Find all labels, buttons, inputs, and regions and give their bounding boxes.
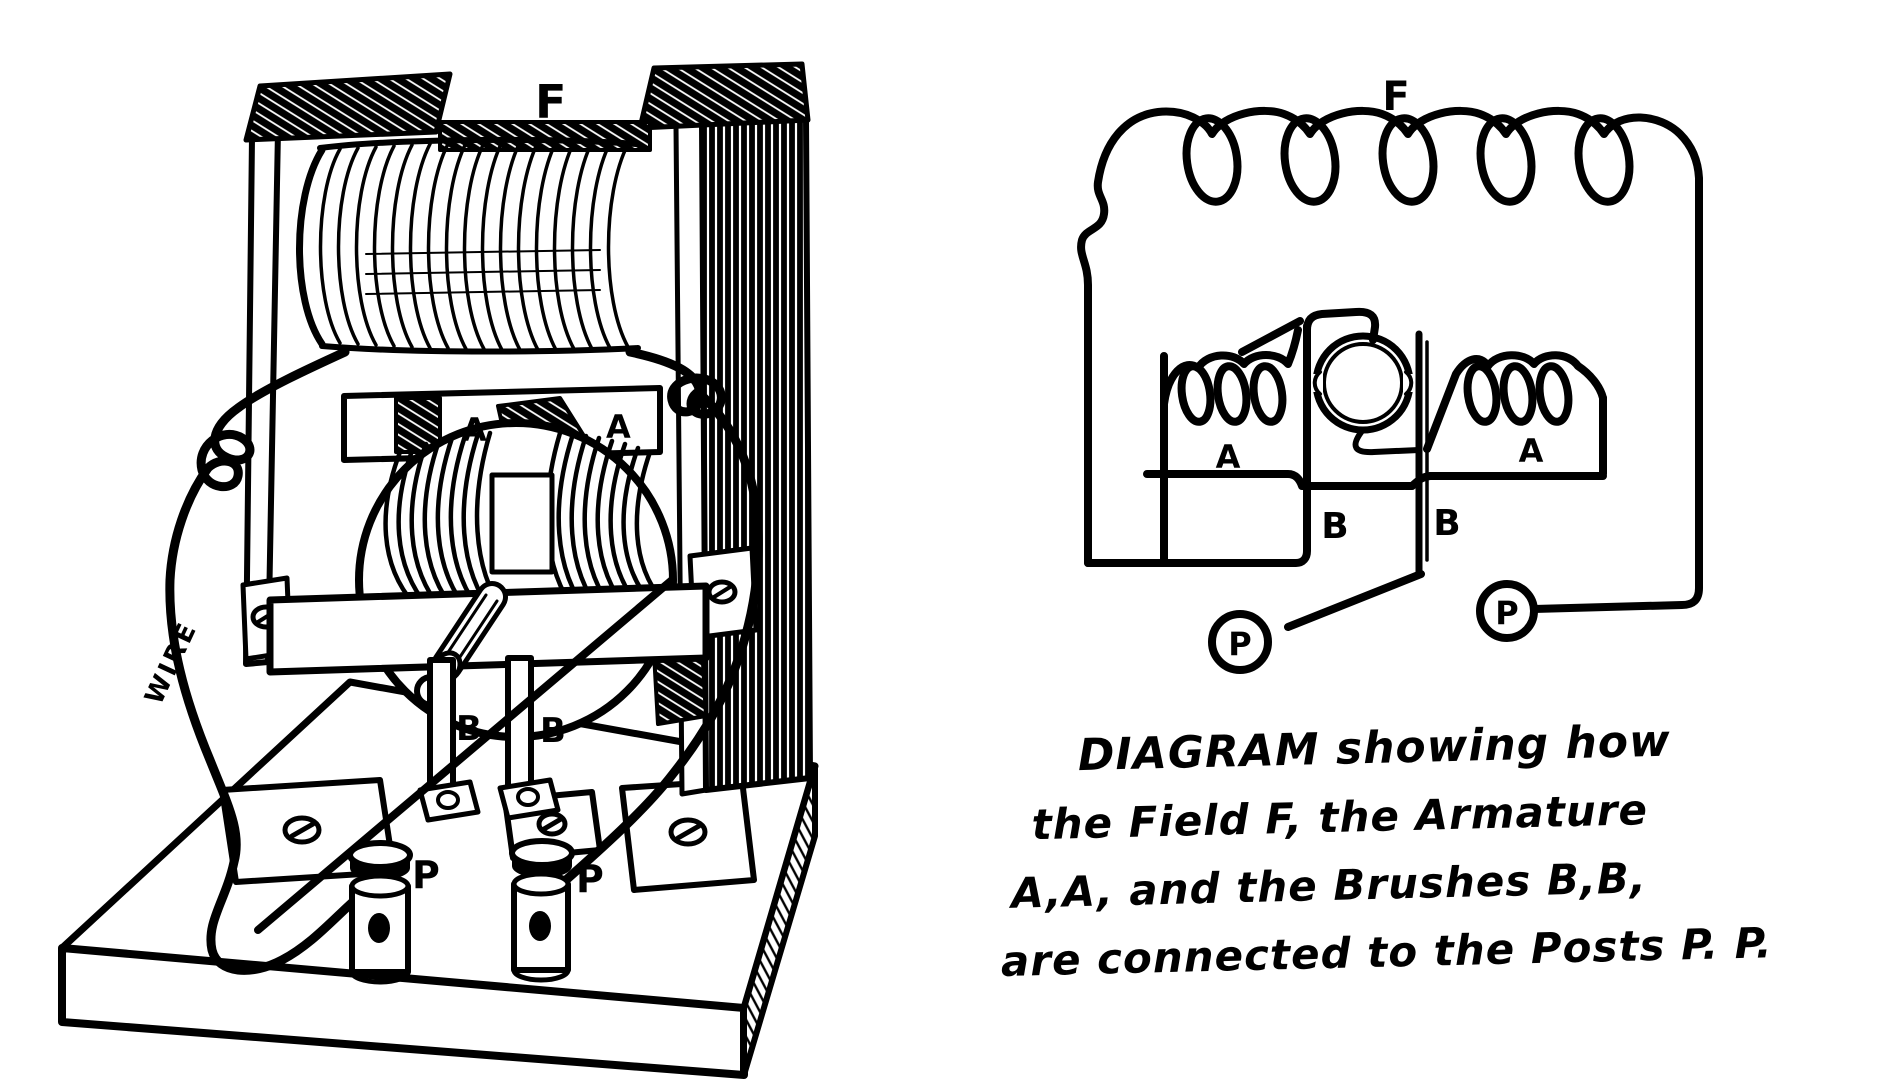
binding-post-left xyxy=(347,840,413,985)
commutator-lead xyxy=(1352,428,1422,456)
label-post-right: P xyxy=(576,857,604,901)
label-armature-left: A xyxy=(462,411,487,449)
caption-line-1: DIAGRAM showing how xyxy=(1077,716,1671,781)
armature-coil-left-loops xyxy=(1177,362,1287,426)
commutator-outer xyxy=(1312,332,1414,434)
commutator-gap-left xyxy=(1312,370,1322,396)
label-armature-left: A xyxy=(1216,438,1241,476)
coil-row-lines xyxy=(365,249,601,295)
field-coil-loops xyxy=(1182,114,1634,206)
diagram-post-right xyxy=(1476,580,1538,642)
screws xyxy=(282,811,708,847)
brushes xyxy=(417,655,561,823)
label-armature-right: A xyxy=(1519,432,1544,470)
commutator-inner xyxy=(1322,342,1404,424)
armature-pole-gap xyxy=(489,472,555,575)
top-yoke-band xyxy=(438,120,652,152)
right-pillar-cap xyxy=(637,61,811,131)
figure-caption: DIAGRAM showing how the Field F, the Arm… xyxy=(1000,716,1773,986)
label-brush-right: B xyxy=(540,711,566,751)
base-side-face xyxy=(741,763,818,1078)
field-coil-wire xyxy=(1077,107,1703,613)
caption-line-2: the Field F, the Armature xyxy=(1031,785,1649,849)
left-figure-labels: F A A B B P P WIRE xyxy=(139,75,631,901)
label-post-left: P xyxy=(412,853,440,897)
post-hole xyxy=(529,911,551,941)
commutator-gap-right xyxy=(1404,370,1414,396)
label-brush-left: B xyxy=(456,709,482,749)
wire-right xyxy=(538,347,763,927)
lead-to-left-post xyxy=(1284,570,1425,631)
caption-line-4: are connected to the Posts P. P. xyxy=(1000,918,1773,986)
label-armature-right: A xyxy=(606,408,631,446)
binding-post-right xyxy=(509,838,575,983)
armature-coil-left-wire xyxy=(1160,326,1302,408)
armature-coil-right-loops xyxy=(1463,362,1573,426)
screw-icon xyxy=(436,790,460,810)
label-field: F xyxy=(1382,74,1409,120)
armature-coil-right-wire xyxy=(1423,351,1607,453)
diagram-labels: F A A B B P P xyxy=(1216,74,1544,663)
right-pillar-body xyxy=(699,115,813,793)
label-brush-left: B xyxy=(1321,506,1348,547)
screw-icon xyxy=(516,787,540,807)
post-hole xyxy=(368,913,390,943)
diagram-brush-left xyxy=(1084,322,1311,567)
connecting-wires xyxy=(165,347,763,975)
brush-bracket-wire xyxy=(1238,307,1380,356)
coil-winding-arcs xyxy=(318,140,630,352)
base-board xyxy=(58,678,819,1079)
wire-diagonal xyxy=(254,576,676,934)
label-post-right: P xyxy=(1495,594,1518,632)
field-coil xyxy=(296,136,641,355)
motor-illustration: F A A B B P P WIRE xyxy=(58,61,819,1079)
caption-line-3: A,A, and the Brushes B,B, xyxy=(1008,853,1648,918)
binding-posts xyxy=(347,838,575,985)
label-field: F xyxy=(535,75,566,129)
label-post-left: P xyxy=(1228,625,1251,663)
wiring-diagram: F A A B B P P xyxy=(1077,74,1703,674)
diagram-post-left xyxy=(1208,610,1272,674)
wire-left xyxy=(165,347,385,975)
label-wire: WIRE xyxy=(139,617,203,710)
brush-right xyxy=(505,655,534,793)
label-brush-right: B xyxy=(1433,503,1460,544)
left-pillar-cap xyxy=(243,71,453,143)
